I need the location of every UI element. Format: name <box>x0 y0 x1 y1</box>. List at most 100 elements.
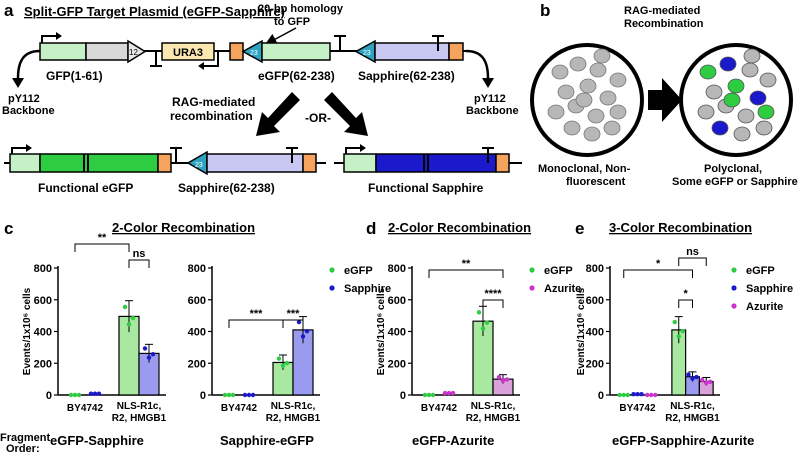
promoter-arrow-head <box>56 32 62 40</box>
panel-a-label: a <box>4 1 14 20</box>
panel-b-label: b <box>540 1 550 20</box>
arrow-to-egfp <box>256 92 300 136</box>
y-tick-label: 600 <box>34 295 52 307</box>
rss23-label-3: 23 <box>195 162 203 169</box>
x-tick-label: BY4742 <box>421 403 458 414</box>
data-point-egfp <box>625 392 630 398</box>
x-tick-label: R2, HMGB1 <box>266 413 321 424</box>
data-point-egfp <box>476 310 482 315</box>
rag-label-2: recombination <box>170 109 253 123</box>
data-point-egfp <box>230 392 236 398</box>
backbone-right-label-2: Backbone <box>466 105 519 117</box>
cell-gray <box>705 84 723 100</box>
significance-bracket <box>678 299 693 308</box>
homology-arrow <box>264 27 297 45</box>
cell-gray <box>589 62 607 78</box>
promoter-sapph-head <box>360 144 366 152</box>
significance-label: ** <box>462 258 471 270</box>
cell-gray <box>563 120 581 136</box>
cell-gray <box>579 78 597 94</box>
legend-marker <box>529 267 535 273</box>
cell-gray <box>575 92 593 108</box>
panel-b-left-text-1: Monoclonal, Non- <box>538 163 631 175</box>
x-tick-label: NLS-R1c, <box>670 401 715 412</box>
data-point-sapphire <box>242 392 248 398</box>
y-tick-label: 0 <box>46 390 52 402</box>
rss23-label-1: 23 <box>250 50 258 57</box>
terminator-left-sapph <box>286 147 298 163</box>
cell-gray <box>547 104 565 120</box>
y-tick-label: 0 <box>598 390 604 402</box>
panel-d-title: 2-Color Recombination <box>388 220 531 235</box>
gfp-1-61-block <box>39 42 87 61</box>
fragment-order-c-right: Sapphire-eGFP <box>220 433 314 448</box>
x-tick-label: R2, HMGB1 <box>466 413 521 424</box>
backbone-left-arrowhead <box>12 78 24 88</box>
data-point-sapphire <box>146 355 152 360</box>
y-tick-label: 800 <box>34 263 52 275</box>
cell-gray <box>741 62 759 78</box>
data-point-egfp <box>68 392 74 398</box>
cell-egfp <box>699 64 717 80</box>
data-point-sapphire <box>296 319 302 325</box>
y-axis-label: Events/1x10⁶ cells <box>22 287 33 375</box>
functional-egfp-label: Functional eGFP <box>38 181 133 195</box>
data-point-egfp <box>122 304 128 310</box>
x-tick-label: BY4742 <box>619 403 656 414</box>
data-point-sapphire <box>96 391 102 396</box>
cell-gray <box>609 104 627 120</box>
x-tick-label: NLS-R1c, <box>471 401 516 412</box>
rss23-label-2: 23 <box>363 50 371 57</box>
data-point-azurite <box>649 392 654 398</box>
y-tick-label: 0 <box>400 390 406 402</box>
data-point-egfp <box>672 319 677 325</box>
y-tick-label: 600 <box>586 295 604 307</box>
panel-c-label: c <box>4 219 13 238</box>
y-axis-label: Events/1x10⁶ cells <box>576 287 587 375</box>
data-point-sapphire <box>304 329 310 334</box>
data-point-egfp <box>680 329 685 334</box>
egfp-nterm-block <box>9 153 41 173</box>
functional-egfp-block <box>39 153 159 173</box>
rss12-label: 12 <box>129 48 138 57</box>
orange-block-3 <box>157 153 172 173</box>
data-point-azurite <box>500 378 506 383</box>
gfp-1-61-label: GFP(1-61) <box>46 69 103 83</box>
homology-label-2: to GFP <box>274 16 310 28</box>
backbone-right-label-1: pY112 <box>474 93 506 105</box>
significance-bracket <box>678 257 707 266</box>
x-tick-label: NLS-R1c, <box>117 401 162 412</box>
egfp-frag-label: eGFP(62-238) <box>258 69 335 83</box>
y-tick-label: 400 <box>188 327 206 339</box>
data-point-sapphire <box>631 392 636 397</box>
significance-label: ns <box>686 246 699 258</box>
sapph-frag-label: Sapphire(62-238) <box>358 69 455 83</box>
significance-bracket <box>228 319 284 328</box>
cell-gray <box>759 72 777 88</box>
data-point-egfp <box>676 334 681 339</box>
sapph-left-block <box>206 153 304 173</box>
legend-label: eGFP <box>544 265 573 277</box>
y-tick-label: 200 <box>388 358 406 370</box>
x-tick-label: R2, HMGB1 <box>665 413 720 424</box>
data-point-egfp <box>76 392 82 398</box>
data-point-sapphire <box>150 352 156 357</box>
orange-block-2 <box>448 42 464 61</box>
y-tick-label: 0 <box>200 390 206 402</box>
sapph-nterm-block <box>343 153 377 173</box>
cell-gray <box>733 126 751 142</box>
cell-sapphire <box>711 120 729 136</box>
cell-gray <box>599 90 617 106</box>
cell-gray <box>603 120 621 136</box>
y-tick-label: 600 <box>188 295 206 307</box>
backbone-right-arrowhead <box>482 78 494 88</box>
fragment-order-d: eGFP-Azurite <box>412 433 494 448</box>
sapph-left-label: Sapphire(62-238) <box>178 181 275 195</box>
fragment-order-e: eGFP-Sapphire-Azurite <box>612 433 754 448</box>
significance-label: **** <box>484 288 502 300</box>
y-tick-label: 400 <box>34 327 52 339</box>
